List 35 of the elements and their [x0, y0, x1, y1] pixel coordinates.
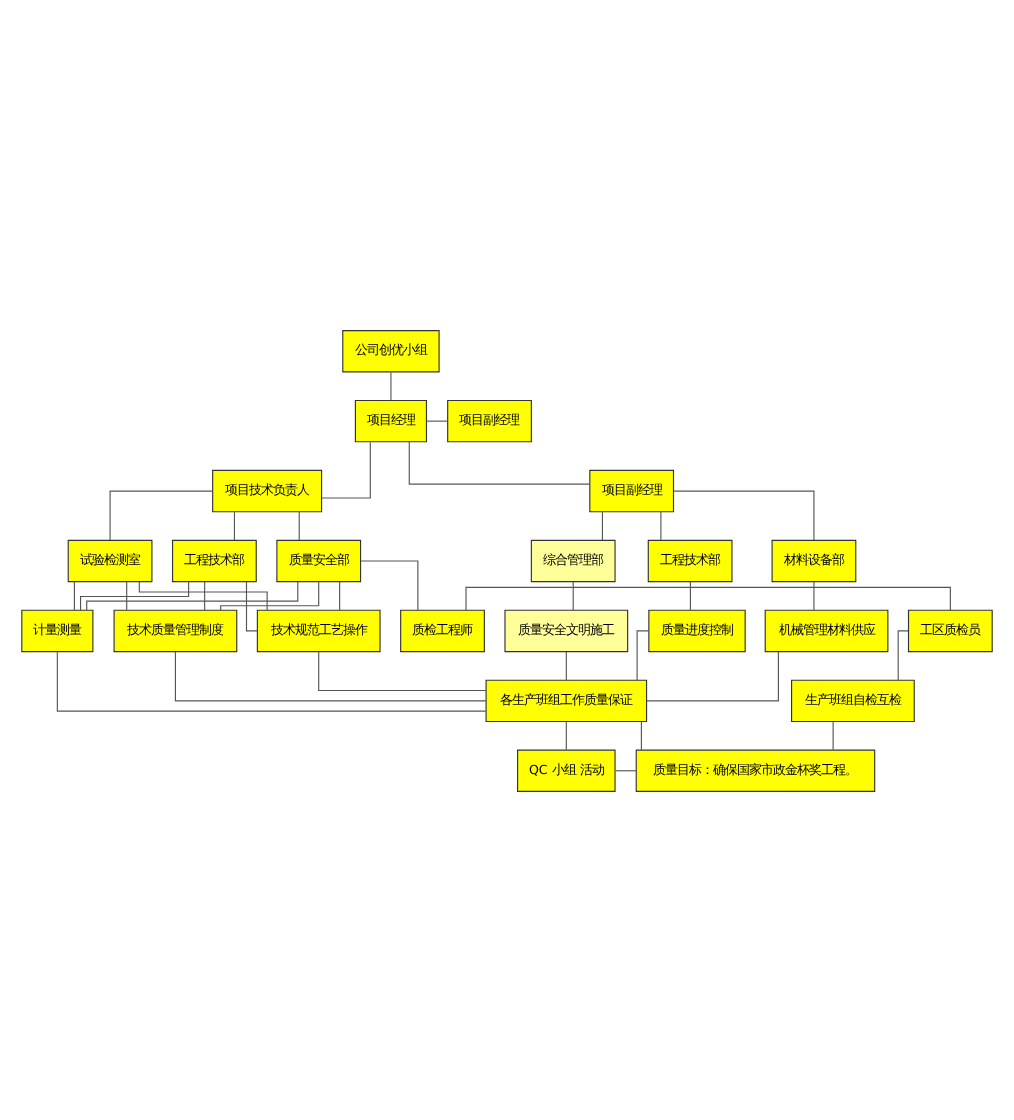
connector: [298, 510, 300, 540]
connector: [660, 510, 662, 540]
connector: [138, 580, 268, 610]
connector: [126, 580, 128, 610]
connector: [339, 580, 341, 610]
connector: [321, 440, 371, 498]
connector: [465, 585, 951, 610]
connector: [56, 650, 487, 711]
connector: [204, 580, 206, 610]
connector: [80, 580, 190, 610]
connector: [220, 580, 320, 610]
connector: [897, 629, 909, 680]
connector: [408, 440, 590, 484]
connector: [601, 510, 603, 540]
connector: [360, 559, 419, 610]
connector: [233, 510, 236, 540]
connector: [832, 720, 834, 750]
connector: [646, 650, 779, 701]
connector: [673, 489, 815, 540]
connector: [689, 580, 691, 610]
connector: [572, 580, 574, 610]
connector: [245, 580, 258, 631]
connector: [565, 720, 567, 750]
connector: [73, 580, 75, 610]
connector: [425, 419, 449, 421]
connector: [813, 580, 815, 610]
connector: [614, 769, 637, 771]
connector: [636, 629, 650, 680]
connector: [565, 650, 567, 680]
connector: [174, 650, 487, 701]
connector: [640, 720, 642, 750]
connector: [390, 370, 392, 400]
connector: [318, 650, 487, 691]
connector: [86, 580, 299, 610]
connector: [109, 489, 214, 540]
